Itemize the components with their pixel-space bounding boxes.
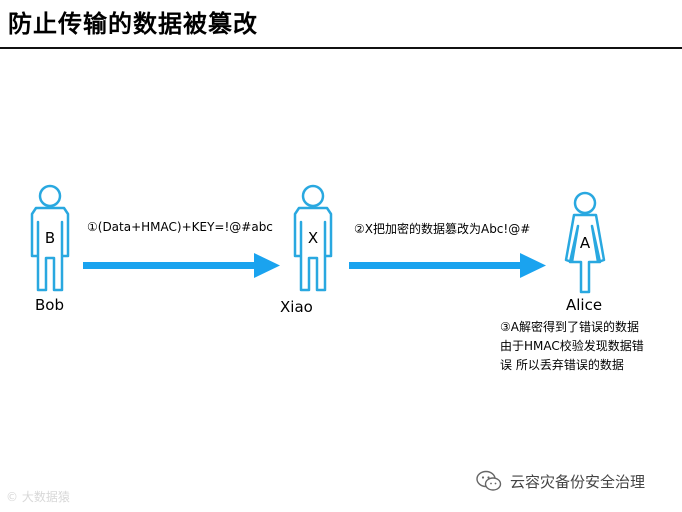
xiao-label: Xiao <box>280 298 313 316</box>
watermark-right-text: 云容灾备份安全治理 <box>510 472 646 491</box>
wechat-icon <box>476 470 502 491</box>
bob-letter: B <box>44 229 56 247</box>
bob-label: Bob <box>35 296 64 314</box>
alice-letter: A <box>579 234 591 252</box>
bob-figure-icon <box>30 184 70 292</box>
xiao-letter: X <box>307 229 319 247</box>
alice-note-line: 由于HMAC校验发现数据错 <box>500 339 644 353</box>
alice-note: ③A解密得到了错误的数据 由于HMAC校验发现数据错 误 所以丢弃错误的数据 <box>500 318 644 375</box>
message-xiao-to-alice: ②X把加密的数据篡改为Abc!@# <box>354 222 531 236</box>
message-bob-to-xiao: ①(Data+HMAC)+KEY=!@#abc <box>87 220 273 234</box>
xiao-figure-icon <box>293 184 333 292</box>
watermark-left: © 大数据猿 <box>6 490 70 504</box>
page-title: 防止传输的数据被篡改 <box>8 9 258 38</box>
alice-note-line: 误 所以丢弃错误的数据 <box>500 358 624 372</box>
arrow-bob-to-xiao <box>83 253 280 278</box>
title-divider <box>0 47 682 49</box>
arrow-xiao-to-alice <box>349 253 546 278</box>
alice-figure-icon <box>564 191 606 294</box>
alice-note-line: ③A解密得到了错误的数据 <box>500 320 639 334</box>
alice-label: Alice <box>566 296 603 314</box>
watermark-right: 云容灾备份安全治理 <box>476 470 645 492</box>
